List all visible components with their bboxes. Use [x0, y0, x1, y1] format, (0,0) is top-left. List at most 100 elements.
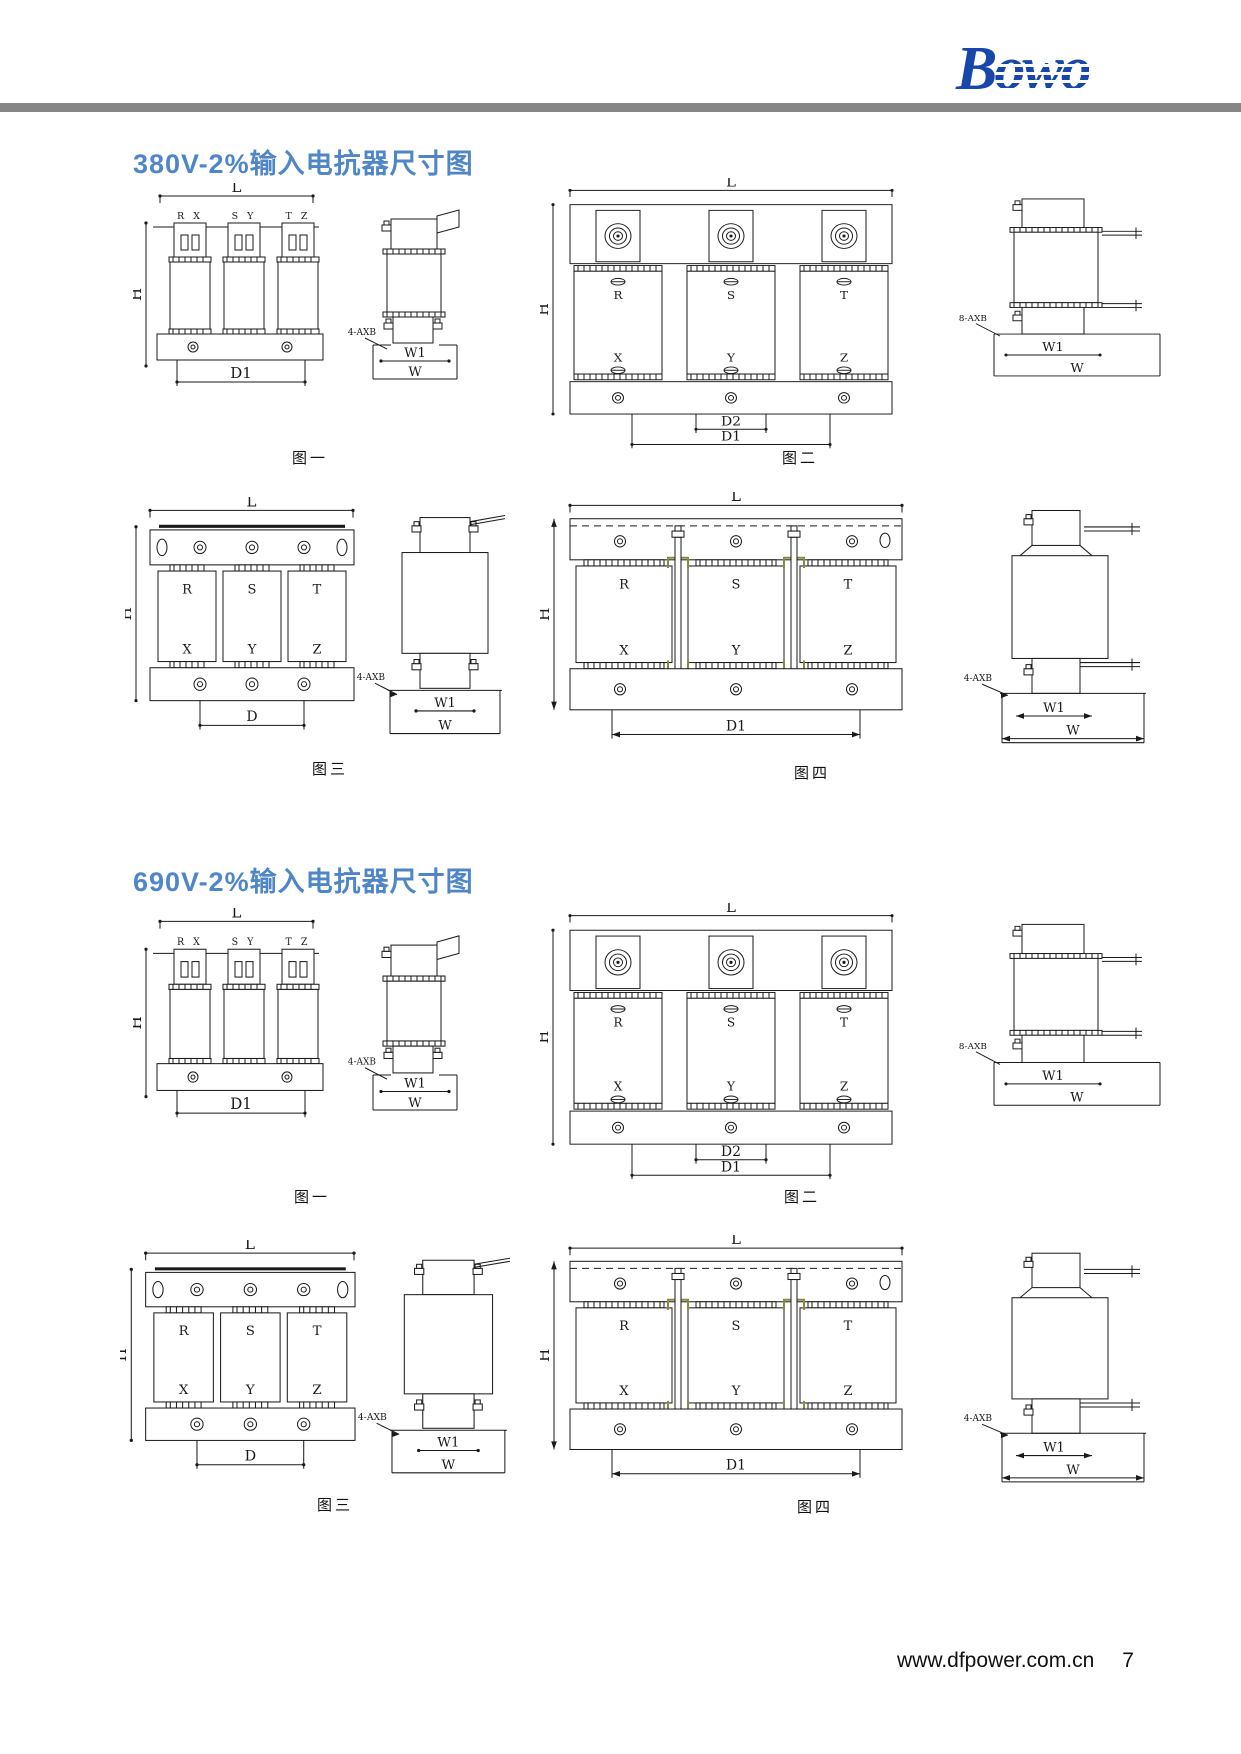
figure-380v-4-caption: 图四 [793, 765, 830, 782]
figure-380v-4: LRXSYTZHD1W1W4-AXB [540, 492, 1200, 754]
dim-label-H: H [540, 303, 552, 315]
dim-label-L: L [245, 1240, 255, 1253]
dim-label-L: L [731, 1235, 741, 1248]
phase-label-X: X [614, 1080, 623, 1094]
section-title-380v: 380V-2%输入电抗器尺寸图 [133, 149, 474, 179]
dim-label-H: H [133, 1016, 145, 1029]
dim-label-L: L [232, 183, 242, 196]
phase-label-Y: Y [247, 642, 257, 657]
figure-380v-2-caption: 图二 [781, 450, 818, 467]
figure-690v-2-caption: 图二 [783, 1189, 820, 1206]
dim-label-H: H [133, 288, 145, 301]
dim-label-W1: W1 [1043, 1440, 1065, 1455]
phase-label-X: X [619, 643, 629, 658]
phase-label-Y: Y [726, 351, 735, 365]
footer-url: www.dfpower.com.cn [897, 1649, 1095, 1672]
mounting-note: 4-AXB [348, 1058, 377, 1068]
dim-label: W [1070, 360, 1083, 375]
dim-label-W1: W1 [1042, 1069, 1064, 1084]
dim-label: W [408, 1096, 422, 1111]
figure-380v-3-caption: 图三 [311, 761, 348, 778]
figure-690v-4-caption: 图四 [796, 1499, 833, 1516]
dim-label-D1: D1 [230, 364, 252, 382]
terminal-pair-label: S Y [232, 211, 257, 222]
phase-label-Z: Z [843, 1384, 852, 1399]
technical-drawing: LRXSYTZHD1W1W4-AXB [540, 1235, 1146, 1483]
figure-690v-2: LRXSYTZHD2D1W1W8-AXB [540, 903, 1190, 1185]
dim-label-D2: D2 [721, 1144, 741, 1160]
header-rule [0, 103, 1241, 112]
dim-label-D1: D1 [721, 1160, 741, 1176]
phase-label-S: S [732, 577, 741, 592]
technical-drawing: LRXSYTZHD2D1W1W8-AXB [540, 178, 1161, 449]
dim-label-D1: D1 [726, 1458, 746, 1474]
phase-label-T: T [844, 1319, 853, 1334]
terminal-pair-label: R X [177, 211, 203, 222]
mounting-note: 8-AXB [959, 314, 987, 324]
phase-label-X: X [179, 1383, 189, 1398]
phase-label-X: X [614, 351, 623, 365]
figure-690v-4: LRXSYTZHD1W1W4-AXB [540, 1235, 1200, 1493]
brand-logo-initial: B [956, 35, 997, 103]
figure-690v-3: LRXSYTZHDW1W4-AXB [120, 1240, 510, 1488]
mounting-note: 8-AXB [959, 1042, 987, 1052]
phase-label-S: S [248, 583, 257, 598]
phase-label-X: X [182, 642, 192, 657]
phase-label-S: S [727, 1016, 735, 1030]
phase-label-R: R [613, 288, 623, 302]
mounting-note: 4-AXB [358, 1412, 387, 1423]
dim-label-H: H [540, 1349, 553, 1362]
dim-label-W1: W1 [437, 1436, 459, 1451]
dim-label-D1: D1 [230, 1095, 252, 1113]
phase-label-Z: Z [843, 643, 852, 658]
dim-label-L: L [726, 903, 736, 916]
phase-label-S: S [732, 1319, 741, 1334]
dim-label-W1: W1 [434, 696, 456, 711]
dim-label: W [408, 365, 422, 380]
dim-label-H: H [120, 1348, 130, 1361]
figure-690v-1-caption: 图一 [293, 1189, 330, 1206]
phase-label-R: R [179, 1324, 190, 1339]
dim-label-H: H [540, 608, 553, 621]
phase-label-R: R [613, 1016, 623, 1030]
phase-label-Y: Y [726, 1080, 735, 1094]
section-title-690v: 690V-2%输入电抗器尺寸图 [133, 867, 474, 897]
footer-page-number: 7 [1122, 1649, 1134, 1672]
phase-label-Z: Z [312, 1383, 321, 1398]
phase-label-Y: Y [731, 643, 741, 658]
phase-label-T: T [844, 577, 853, 592]
dim-label-W1: W1 [404, 346, 426, 361]
dim-label-H: H [125, 607, 135, 620]
phase-label-R: R [619, 1319, 630, 1334]
terminal-pair-label: T Z [286, 211, 311, 222]
dim-label: W [1070, 1091, 1084, 1106]
dim-label-H: H [540, 1031, 552, 1044]
technical-drawing: LRXSYTZHDW1W4-AXB [120, 1240, 510, 1474]
terminal-pair-label: T Z [286, 937, 311, 948]
phase-label-T: T [840, 288, 848, 302]
phase-label-Z: Z [840, 351, 848, 365]
phase-label-R: R [619, 577, 630, 592]
dim-label-L: L [232, 908, 242, 921]
brand-logo-rest: owo [994, 35, 1091, 103]
terminal-pair-label: R X [177, 937, 203, 948]
brand-logo: Bowo [956, 35, 1092, 103]
technical-drawing: LRXSYTZHD2D1W1W8-AXB [540, 903, 1161, 1180]
dim-label: W [438, 718, 452, 733]
phase-label-T: T [313, 1324, 322, 1339]
dim-label-W: W [1066, 1463, 1080, 1478]
phase-label-Z: Z [840, 1080, 848, 1094]
dim-label-L: L [731, 492, 741, 505]
figure-380v-1-caption: 图一 [291, 450, 328, 467]
mounting-note: 4-AXB [964, 674, 993, 684]
mounting-note: 4-AXB [964, 1414, 993, 1424]
phase-label-S: S [727, 288, 735, 302]
phase-label-Y: Y [731, 1384, 741, 1399]
phase-label-Y: Y [245, 1383, 255, 1398]
dim-label-D1: D1 [726, 718, 746, 734]
phase-label-T: T [313, 583, 322, 598]
dim-label-W1: W1 [404, 1076, 426, 1091]
